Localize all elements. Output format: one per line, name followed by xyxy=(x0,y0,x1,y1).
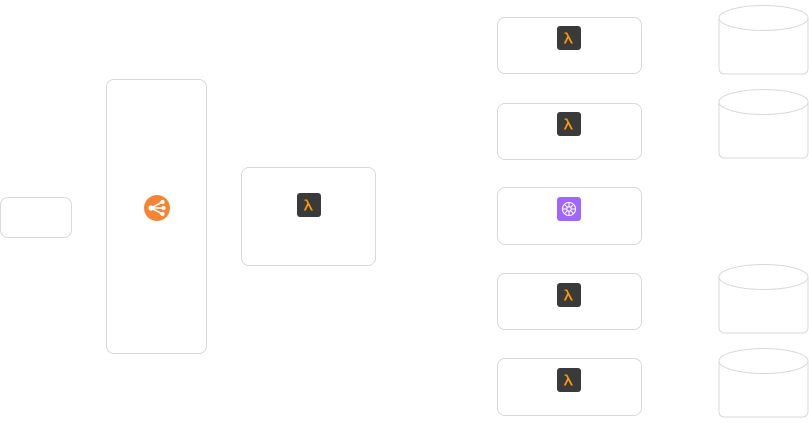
database-cylinder-1[interactable] xyxy=(718,5,809,75)
database-cylinder-3[interactable] xyxy=(718,264,809,334)
router-function-node[interactable] xyxy=(241,167,376,266)
database-cylinder-4[interactable] xyxy=(718,348,809,418)
lambda-icon xyxy=(297,193,321,217)
client-node[interactable] xyxy=(0,197,72,238)
lambda-icon xyxy=(557,26,581,50)
ai-brain-icon xyxy=(557,197,581,221)
lambda-icon xyxy=(557,283,581,307)
database-cylinder-2[interactable] xyxy=(718,89,809,159)
lambda-icon xyxy=(557,112,581,136)
lambda-icon xyxy=(557,368,581,392)
load-balancer-icon xyxy=(143,194,171,222)
